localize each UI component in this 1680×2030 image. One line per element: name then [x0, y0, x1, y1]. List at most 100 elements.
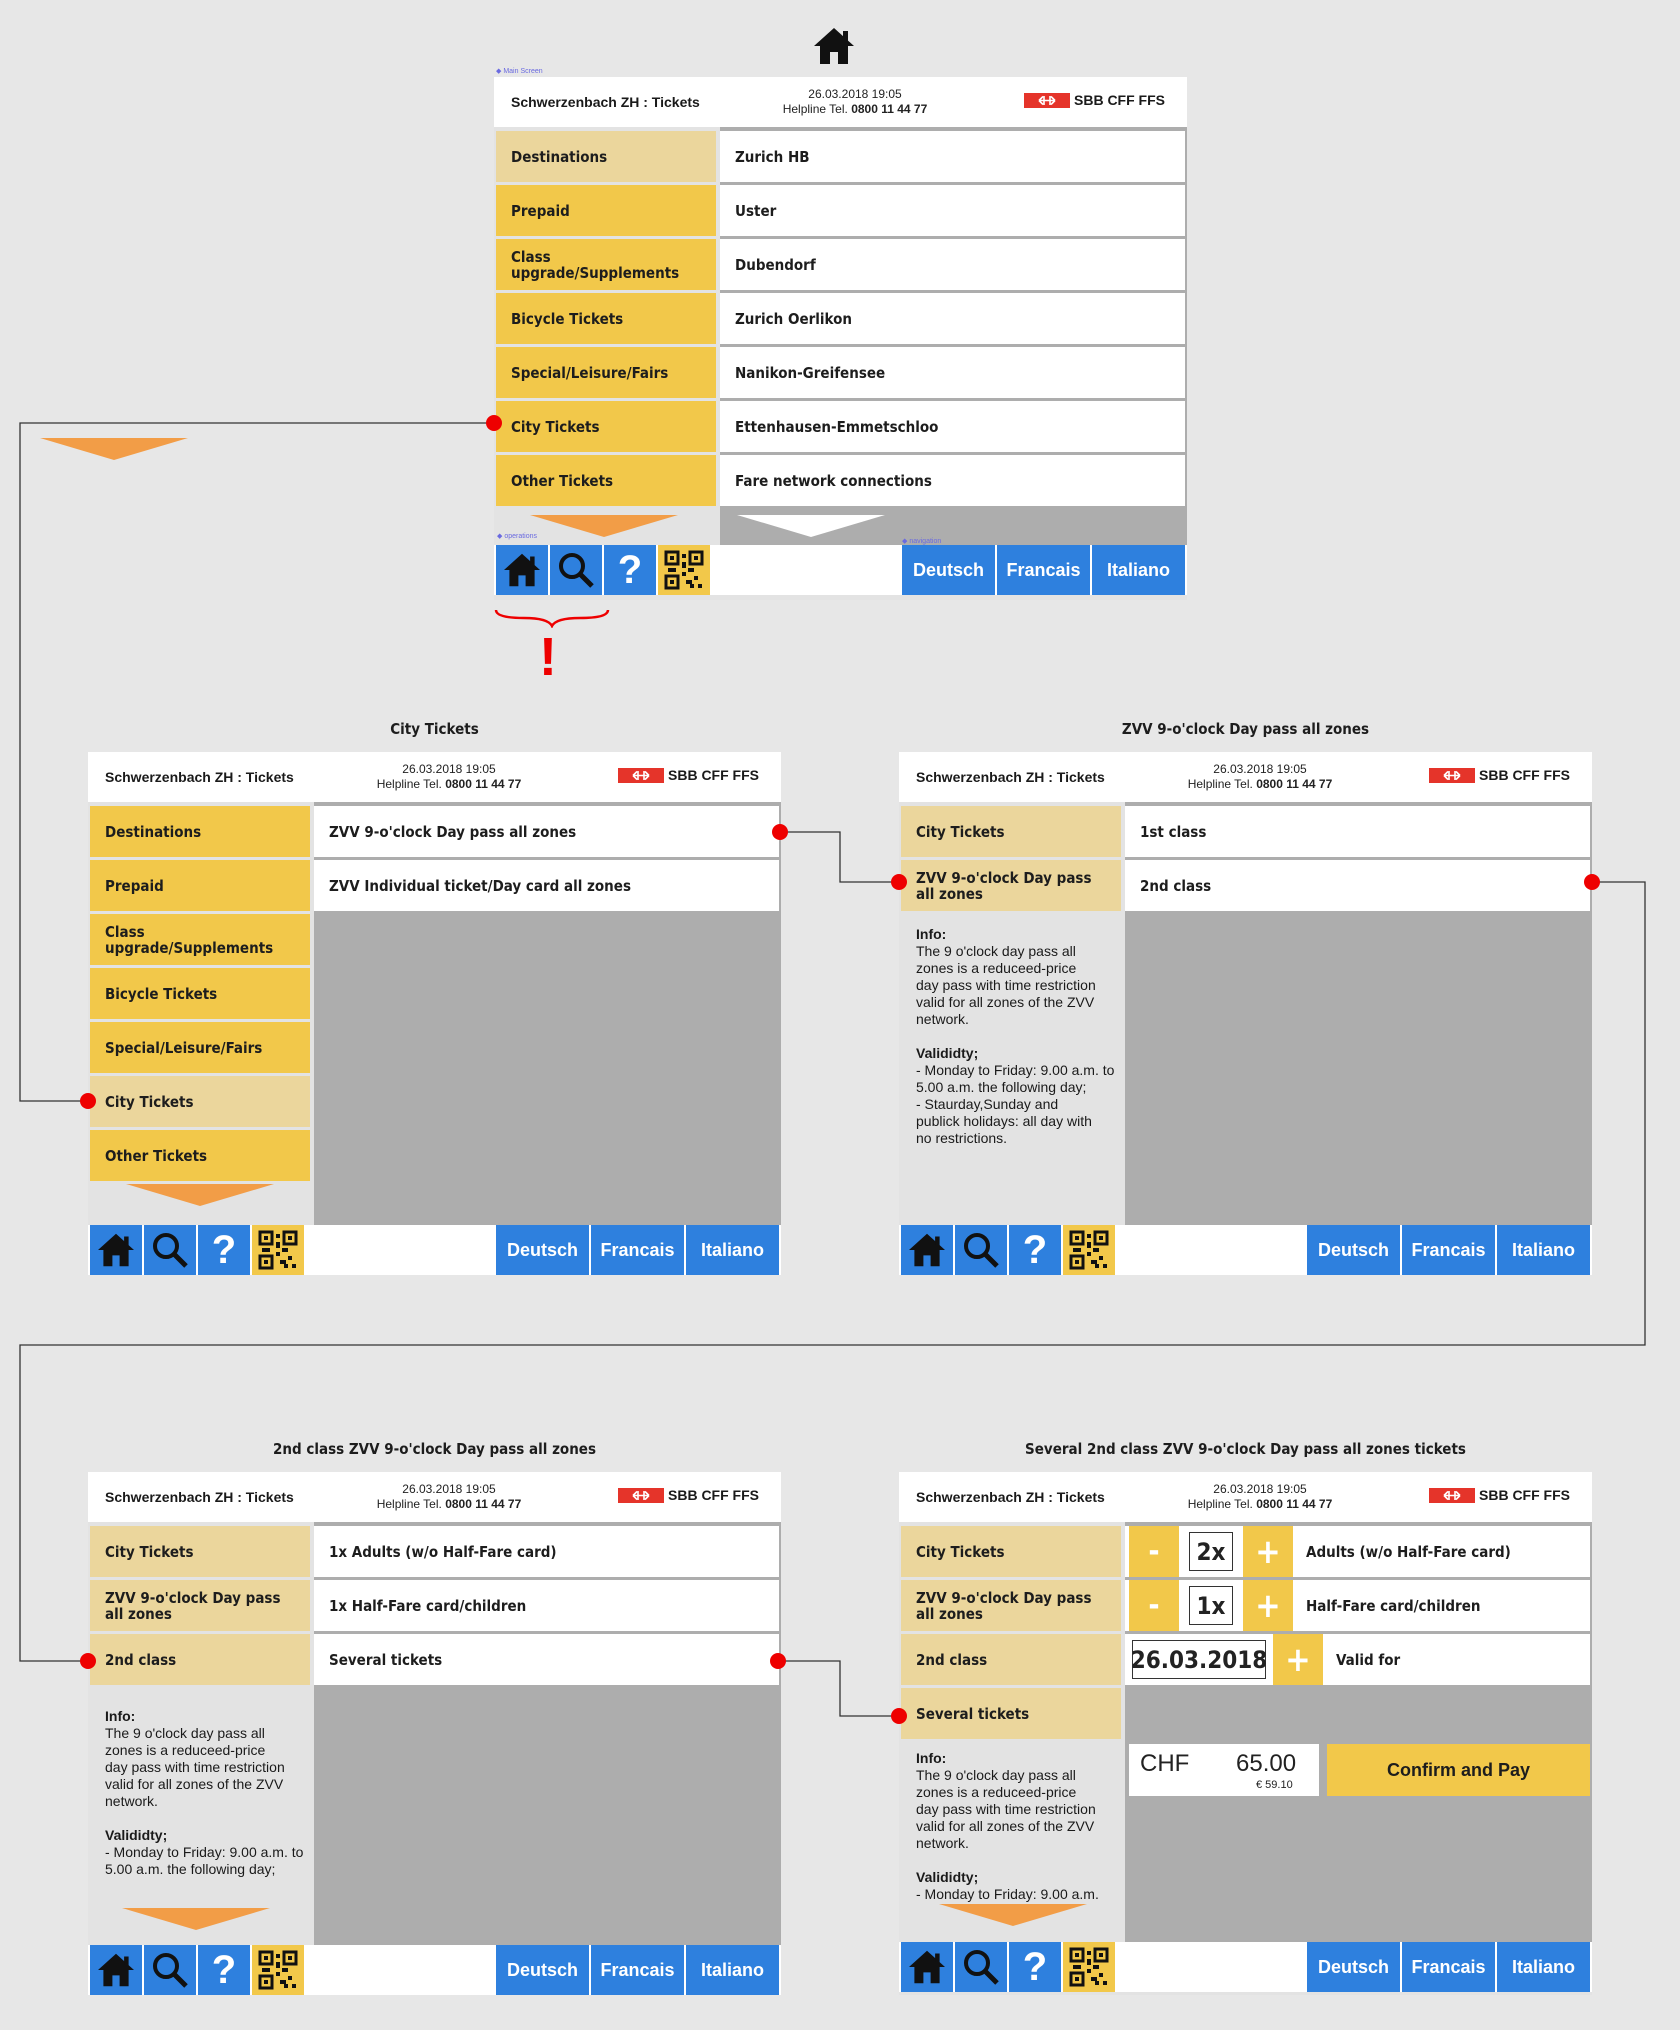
lang-italiano[interactable]: Italiano [1092, 545, 1185, 595]
nav-city-tickets[interactable]: City Tickets [90, 1076, 310, 1127]
scroll-down-arrow[interactable] [530, 515, 678, 537]
home-button[interactable] [496, 545, 548, 595]
sbb-logo: SBB CFF FFS [618, 767, 759, 783]
lang-deutsch[interactable]: Deutsch [496, 1225, 589, 1275]
class-row[interactable]: 2nd class [1125, 860, 1590, 911]
nav-several-tickets[interactable]: Several tickets [901, 1688, 1121, 1739]
search-button[interactable] [144, 1945, 196, 1995]
list-scroll-down-arrow[interactable] [737, 515, 885, 537]
station-name: Schwerzenbach ZH : Tickets [105, 1489, 294, 1505]
scroll-down-arrow[interactable] [126, 1184, 274, 1206]
children-quantity-field[interactable]: 1x [1189, 1586, 1233, 1625]
qr-button[interactable] [252, 1945, 304, 1995]
nav-prepaid[interactable]: Prepaid [496, 185, 716, 236]
lang-deutsch[interactable]: Deutsch [1307, 1942, 1400, 1992]
nav-zvv-pass[interactable]: ZVV 9-o'clock Day pass all zones [901, 1580, 1121, 1631]
nav-destinations[interactable]: Destinations [496, 131, 716, 182]
lang-deutsch[interactable]: Deutsch [902, 545, 995, 595]
children-plus-button[interactable]: + [1243, 1580, 1293, 1631]
destination-list: Zurich HB Uster Dubendorf Zurich Oerliko… [720, 127, 1187, 547]
lang-francais[interactable]: Francais [591, 1225, 684, 1275]
search-button[interactable] [144, 1225, 196, 1275]
confirm-pay-button[interactable]: Confirm and Pay [1327, 1744, 1590, 1796]
lang-francais[interactable]: Francais [1402, 1225, 1495, 1275]
home-button[interactable] [90, 1225, 142, 1275]
qr-button[interactable] [1063, 1942, 1115, 1992]
adults-label: Adults (w/o Half-Fare card) [1306, 1543, 1511, 1561]
adults-quantity-field[interactable]: 2x [1189, 1532, 1233, 1571]
destination-row[interactable]: Zurich Oerlikon [720, 293, 1185, 344]
destination-row[interactable]: Zurich HB [720, 131, 1185, 182]
lang-francais[interactable]: Francais [997, 545, 1090, 595]
destination-row[interactable]: Fare network connections [720, 455, 1185, 506]
help-button[interactable]: ? [1009, 1225, 1061, 1275]
nav-prepaid[interactable]: Prepaid [90, 860, 310, 911]
nav-other-tickets[interactable]: Other Tickets [90, 1130, 310, 1181]
nav-zvv-pass[interactable]: ZVV 9-o'clock Day pass all zones [90, 1580, 310, 1631]
nav-special-leisure[interactable]: Special/Leisure/Fairs [496, 347, 716, 398]
children-minus-button[interactable]: - [1129, 1580, 1179, 1631]
lang-italiano[interactable]: Italiano [686, 1945, 779, 1995]
nav-city-tickets[interactable]: City Tickets [90, 1526, 310, 1577]
help-icon: ? [211, 1947, 237, 1992]
nav-city-tickets[interactable]: City Tickets [901, 806, 1121, 857]
destination-row[interactable]: Uster [720, 185, 1185, 236]
lang-italiano[interactable]: Italiano [1497, 1225, 1590, 1275]
qr-code-icon [258, 1230, 298, 1270]
nav-bicycle-tickets[interactable]: Bicycle Tickets [496, 293, 716, 344]
destination-row[interactable]: Nanikon-Greifensee [720, 347, 1185, 398]
nav-second-class[interactable]: 2nd class [90, 1634, 310, 1685]
valid-date-plus-button[interactable]: + [1273, 1634, 1323, 1685]
nav-second-class[interactable]: 2nd class [901, 1634, 1121, 1685]
nav-bicycle-tickets[interactable]: Bicycle Tickets [90, 968, 310, 1019]
valid-date-field[interactable]: 26.03.2018 [1131, 1640, 1267, 1679]
nav-other-tickets[interactable]: Other Tickets [496, 455, 716, 506]
footer: ? Deutsch Francais Italiano [494, 545, 1187, 595]
ticket-option-row[interactable]: 1x Half-Fare card/children [314, 1580, 779, 1631]
search-icon [559, 553, 594, 588]
help-button[interactable]: ? [198, 1225, 250, 1275]
search-button[interactable] [550, 545, 602, 595]
lang-francais[interactable]: Francais [591, 1945, 684, 1995]
adults-plus-button[interactable]: + [1243, 1526, 1293, 1577]
qr-code-icon [1069, 1230, 1109, 1270]
home-button[interactable] [901, 1942, 953, 1992]
search-button[interactable] [955, 1225, 1007, 1275]
help-button[interactable]: ? [604, 545, 656, 595]
footer: ? Deutsch Francais Italiano [899, 1942, 1592, 1992]
qr-button[interactable] [658, 545, 710, 595]
breadcrumb-menu: City Tickets ZVV 9-o'clock Day pass all … [88, 1522, 312, 1945]
destination-row[interactable]: Dubendorf [720, 239, 1185, 290]
lang-italiano[interactable]: Italiano [1497, 1942, 1590, 1992]
qr-button[interactable] [1063, 1225, 1115, 1275]
destination-row[interactable]: Ettenhausen-Emmetschloo [720, 401, 1185, 452]
adults-minus-button[interactable]: - [1129, 1526, 1179, 1577]
help-button[interactable]: ? [1009, 1942, 1061, 1992]
nav-city-tickets[interactable]: City Tickets [496, 401, 716, 452]
nav-class-upgrade[interactable]: Class upgrade/Supplements [90, 914, 310, 965]
ticket-option-row[interactable]: 1x Adults (w/o Half-Fare card) [314, 1526, 779, 1577]
hotspot-zvv-pass-target [891, 874, 907, 890]
price-eur: € 59.10 [1256, 1779, 1293, 1791]
scroll-down-arrow[interactable] [939, 1904, 1087, 1926]
qr-button[interactable] [252, 1225, 304, 1275]
lang-italiano[interactable]: Italiano [686, 1225, 779, 1275]
class-row[interactable]: 1st class [1125, 806, 1590, 857]
home-button[interactable] [90, 1945, 142, 1995]
nav-zvv-pass[interactable]: ZVV 9-o'clock Day pass all zones [901, 860, 1121, 911]
lang-deutsch[interactable]: Deutsch [1307, 1225, 1400, 1275]
nav-special-leisure[interactable]: Special/Leisure/Fairs [90, 1022, 310, 1073]
ticket-option-row[interactable]: Several tickets [314, 1634, 779, 1685]
ticket-row[interactable]: ZVV 9-o'clock Day pass all zones [314, 806, 779, 857]
nav-city-tickets[interactable]: City Tickets [901, 1526, 1121, 1577]
lang-deutsch[interactable]: Deutsch [496, 1945, 589, 1995]
help-button[interactable]: ? [198, 1945, 250, 1995]
brace-marker [494, 609, 610, 628]
nav-destinations[interactable]: Destinations [90, 806, 310, 857]
search-button[interactable] [955, 1942, 1007, 1992]
lang-francais[interactable]: Francais [1402, 1942, 1495, 1992]
nav-class-upgrade[interactable]: Class upgrade/Supplements [496, 239, 716, 290]
ticket-row[interactable]: ZVV Individual ticket/Day card all zones [314, 860, 779, 911]
scroll-down-arrow[interactable] [122, 1908, 270, 1930]
home-button[interactable] [901, 1225, 953, 1275]
